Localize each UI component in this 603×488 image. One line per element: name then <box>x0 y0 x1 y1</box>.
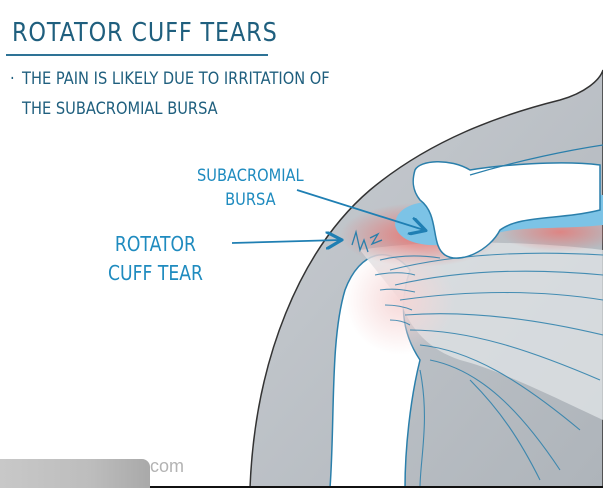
label-bursa-line-2: BURSA <box>225 190 276 210</box>
acromion-bone <box>412 161 601 259</box>
watermark-text: com <box>150 456 185 476</box>
tear-arrow <box>231 240 340 243</box>
slide-title: ROTATOR CUFF TEARS <box>12 18 278 48</box>
muscle-fibers <box>374 252 603 488</box>
bottom-border <box>150 486 603 488</box>
title-underline <box>6 54 268 56</box>
bullet-line-2: THE SUBACROMIAL BURSA <box>22 99 218 119</box>
tear-mark <box>351 229 383 253</box>
bullet-marker: · <box>10 69 15 89</box>
bullet-line-1: THE PAIN IS LIKELY DUE TO IRRITATION OF <box>22 69 330 89</box>
label-rotator-cuff-tear: ROTATOR CUFF TEAR <box>108 230 203 288</box>
label-subacromial-bursa: SUBACROMIAL BURSA <box>197 164 304 212</box>
label-tear-line-2: CUFF TEAR <box>108 261 203 285</box>
bullet-point: · THE PAIN IS LIKELY DUE TO IRRITATION OF… <box>10 64 330 124</box>
watermark-redaction-bar <box>0 459 150 488</box>
bursa-arrow <box>296 189 424 230</box>
label-tear-line-1: ROTATOR <box>114 232 197 256</box>
label-bursa-line-1: SUBACROMIAL <box>197 166 304 186</box>
